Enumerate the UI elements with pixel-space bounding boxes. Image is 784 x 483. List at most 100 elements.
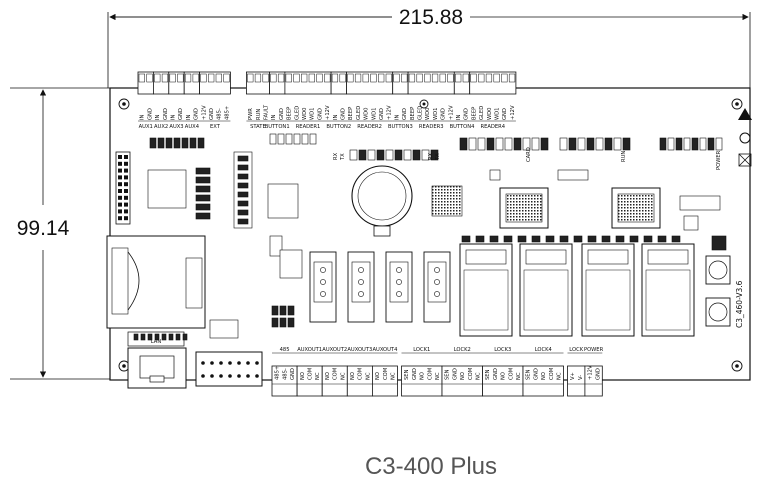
tx2-label: TX: [435, 153, 441, 161]
top-pin-label: IN: [170, 114, 176, 120]
top-pin-label: IN: [456, 114, 462, 120]
height-value: 99.14: [17, 217, 70, 240]
top-pin-label: GLED: [479, 106, 485, 120]
top-pin-label: BEEP: [410, 107, 416, 120]
tx-label: TX: [340, 153, 346, 161]
left-header-connector: [115, 151, 131, 225]
top-pin-label: GND: [209, 108, 215, 120]
top-pin-label: WD1: [433, 108, 439, 120]
top-group-label: READER4: [480, 124, 505, 130]
bottom-pin-label: GND: [533, 368, 539, 380]
bottom-group-label: POWER: [584, 347, 604, 353]
top-pin-label: IN: [140, 114, 146, 120]
top-pin-label: GND: [441, 108, 447, 120]
top-pin-label: +12V: [201, 105, 207, 120]
model-caption: C3-400 Plus: [365, 453, 497, 479]
top-group-label: AUX4: [185, 124, 200, 130]
top-pin-label: WD1: [494, 108, 500, 120]
bottom-group-label: LOCK2: [454, 347, 471, 353]
top-pin-label: PWR: [248, 108, 254, 120]
top-group-label: AUX3: [169, 124, 183, 130]
bottom-pin-label: NO: [325, 372, 331, 380]
top-group-label: BUTTON2: [326, 124, 351, 130]
top-pin-label: GLED: [294, 106, 300, 120]
misc-labels: RX TX RX TX CARD RUN POWER C3_460-V3.6: [333, 147, 744, 328]
width-dimension: 215.88: [107, 6, 751, 88]
top-group-label: READER2: [357, 124, 382, 130]
relays: [309, 243, 731, 337]
rx-label: RX: [333, 152, 339, 160]
top-pin-label: GND: [279, 108, 285, 120]
bottom-pin-label: COM: [358, 368, 364, 380]
top-pin-label: IN: [271, 114, 277, 120]
top-pin-label: 485-: [217, 108, 223, 120]
bottom-pin-label: NC: [315, 372, 321, 380]
top-pin-label: FAULT: [263, 104, 269, 120]
top-group-label: STATE: [250, 124, 266, 130]
top-pin-label: GND: [502, 108, 508, 120]
bottom-pin-label: NC: [516, 372, 522, 380]
ce-mark-icon: [739, 132, 751, 144]
bottom-pin-label: COM: [307, 368, 313, 380]
top-pin-label: GND: [464, 108, 470, 120]
top-pin-label: +12V: [510, 105, 516, 120]
bottom-pin-label: NC: [475, 372, 481, 380]
bottom-pin-label: GND: [493, 368, 499, 380]
top-pin-label: +12V: [387, 105, 393, 120]
rx2-label: RX: [428, 152, 434, 160]
smd-components: [133, 133, 727, 341]
top-pin-label: GLED: [356, 106, 362, 120]
aux-relay: [347, 251, 375, 323]
top-group-label: READER1: [296, 124, 321, 130]
top-pin-label: GND: [340, 108, 346, 120]
top-pin-label: IN: [155, 114, 161, 120]
lan-port: LAN: [127, 331, 187, 389]
bottom-pin-label: NO: [420, 372, 426, 380]
top-pin-label: BEEP: [348, 107, 354, 120]
top-pin-label: GND: [178, 108, 184, 120]
bottom-pin-label: NO: [460, 372, 466, 380]
bottom-pin-label: COM: [549, 368, 555, 380]
top-pin-label: WD1: [371, 108, 377, 120]
top-pin-label: WD1: [310, 108, 316, 120]
lock-relay: [519, 243, 573, 337]
bottom-pin-label: SEN: [485, 369, 491, 380]
bottom-pin-label: GND: [452, 368, 458, 380]
bottom-pin-label: NC: [556, 372, 562, 380]
capacitor: [705, 255, 731, 285]
ethernet-transformer: [106, 235, 206, 329]
aux-relay: [309, 251, 337, 323]
board-version: C3_460-V3.6: [735, 280, 744, 328]
top-pin-label: GND: [317, 108, 323, 120]
top-group-label: READER3: [419, 124, 444, 130]
bottom-pin-label: COM: [383, 368, 389, 380]
bottom-pin-label: GND: [412, 368, 418, 380]
bottom-group-label: AUXOUT1: [297, 347, 322, 353]
bottom-pin-label: GND: [595, 368, 601, 380]
run-label: RUN: [621, 151, 627, 162]
top-pin-label: WD0: [364, 108, 370, 120]
bottom-pin-label: COM: [427, 368, 433, 380]
top-pin-label: IN: [333, 114, 339, 120]
lock-relay: [459, 243, 513, 337]
bottom-group-label: AUXOUT4: [372, 347, 398, 353]
bottom-pin-label: V+: [570, 372, 576, 380]
bottom-pin-label: SEN: [404, 369, 410, 380]
